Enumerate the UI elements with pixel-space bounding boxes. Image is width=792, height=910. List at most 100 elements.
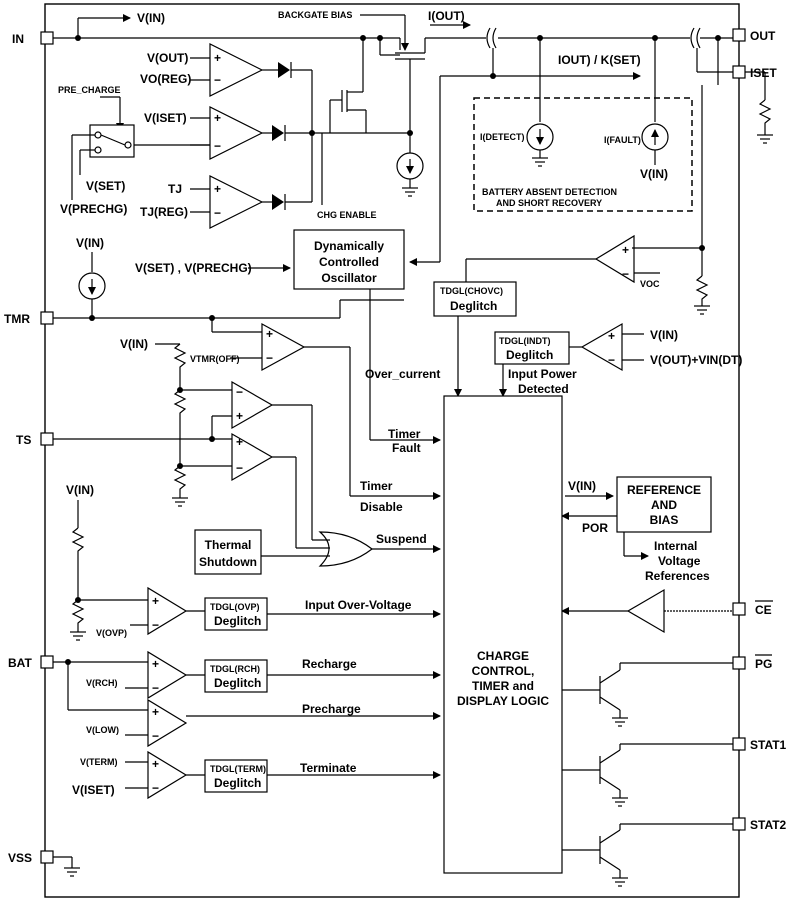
svg-text:STAT2: STAT2: [750, 818, 787, 832]
chip-outline: [44, 3, 740, 898]
svg-text:Dynamically: Dynamically: [314, 239, 384, 253]
svg-text:IN: IN: [12, 32, 24, 46]
svg-text:+: +: [152, 594, 159, 608]
svg-text:CHG ENABLE: CHG ENABLE: [317, 210, 377, 220]
svg-text:CE: CE: [755, 603, 772, 617]
svg-text:CHARGE: CHARGE: [477, 649, 529, 663]
regulation-amplifiers: V(OUT) VO(REG) +− V(ISET) +− TJ TJ(REG) …: [140, 38, 424, 229]
svg-text:POR: POR: [582, 521, 608, 535]
charge-control-block: CHARGE CONTROL, TIMER and DISPLAY LOGIC: [443, 395, 563, 874]
svg-text:References: References: [645, 569, 710, 583]
power-path: V(IN) BACKGATE BIAS I(OUT) IOUT) / K(SET…: [53, 9, 773, 266]
svg-text:Deglitch: Deglitch: [214, 614, 261, 628]
svg-text:TIMER and: TIMER and: [472, 679, 534, 693]
svg-text:TDGL(INDT): TDGL(INDT): [499, 336, 551, 346]
svg-text:Internal: Internal: [654, 539, 697, 553]
svg-text:V(ISET): V(ISET): [144, 111, 187, 125]
svg-text:V(ISET): V(ISET): [72, 783, 115, 797]
svg-text:BACKGATE BIAS: BACKGATE BIAS: [278, 10, 352, 20]
svg-text:V(LOW): V(LOW): [86, 725, 119, 735]
svg-text:ISET: ISET: [750, 66, 777, 80]
svg-text:−: −: [152, 781, 159, 795]
svg-text:Shutdown: Shutdown: [199, 555, 257, 569]
svg-text:REFERENCE: REFERENCE: [627, 483, 701, 497]
svg-text:Controlled: Controlled: [319, 255, 379, 269]
svg-text:−: −: [152, 618, 159, 632]
pin-stat2: STAT2: [732, 817, 787, 832]
svg-text:OUT: OUT: [750, 29, 776, 43]
svg-text:Oscillator: Oscillator: [321, 271, 377, 285]
svg-text:+: +: [214, 111, 221, 125]
svg-text:PG: PG: [755, 657, 772, 671]
svg-text:BAT: BAT: [8, 656, 32, 670]
svg-text:−: −: [214, 73, 221, 87]
pin-stat1: STAT1: [732, 737, 787, 752]
svg-text:−: −: [152, 681, 159, 695]
svg-text:Thermal: Thermal: [205, 538, 252, 552]
svg-text:BIAS: BIAS: [650, 513, 679, 527]
ce-buffer: [561, 588, 733, 634]
svg-text:STAT1: STAT1: [750, 738, 787, 752]
svg-text:−: −: [152, 729, 159, 743]
svg-text:V(OUT): V(OUT): [147, 51, 188, 65]
thermal-suspend: Thermal Shutdown Suspend: [194, 529, 441, 575]
bat-comparators: V(IN) +− V(OVP) TDGL(OVP) Deglitch Input…: [53, 483, 441, 800]
svg-text:TDGL(OVP): TDGL(OVP): [210, 602, 260, 612]
pin-vss: VSS: [8, 850, 54, 865]
svg-text:PRE_CHARGE: PRE_CHARGE: [58, 85, 121, 95]
svg-text:Detected: Detected: [518, 382, 569, 396]
svg-text:VO(REG): VO(REG): [140, 72, 191, 86]
svg-text:VTMR(OFF): VTMR(OFF): [190, 354, 240, 364]
svg-text:V(TERM): V(TERM): [80, 757, 118, 767]
svg-text:TJ(REG): TJ(REG): [140, 205, 188, 219]
svg-text:TJ: TJ: [168, 182, 182, 196]
pin-iset: ISET: [732, 65, 777, 80]
svg-text:+: +: [214, 182, 221, 196]
pin-bat: BAT: [8, 655, 54, 670]
svg-text:Input Over-Voltage: Input Over-Voltage: [305, 598, 412, 612]
svg-text:+: +: [622, 243, 629, 257]
svg-text:BATTERY ABSENT DETECTION: BATTERY ABSENT DETECTION: [482, 187, 617, 197]
oscillator: Dynamically Controlled Oscillator V(SET)…: [135, 229, 441, 444]
battery-absent-detection: I(DETECT) I(FAULT) V(IN) BATTERY ABSENT …: [473, 38, 693, 212]
svg-text:V(IN): V(IN): [650, 328, 678, 342]
svg-text:V(IN): V(IN): [76, 236, 104, 250]
svg-text:Deglitch: Deglitch: [214, 776, 261, 790]
timer-section: V(IN) + − V(IN) VTMR(OFF) Timer Fault Tim…: [53, 236, 441, 514]
svg-text:IOUT) / K(SET): IOUT) / K(SET): [558, 53, 641, 67]
svg-text:Disable: Disable: [360, 500, 403, 514]
pin-tmr: TMR: [4, 311, 54, 326]
output-transistors: [562, 662, 733, 887]
svg-text:+: +: [152, 757, 159, 771]
svg-text:V(IN): V(IN): [120, 337, 148, 351]
svg-text:+: +: [236, 409, 243, 423]
svg-text:Recharge: Recharge: [302, 657, 357, 671]
svg-text:TDGL(TERM): TDGL(TERM): [210, 764, 266, 774]
reference-bias: REFERENCE AND BIAS V(IN) POR Internal Vo…: [561, 476, 712, 583]
svg-text:+: +: [608, 329, 615, 343]
svg-text:VOC: VOC: [640, 279, 660, 289]
ts-comparators: −+ +−: [53, 372, 330, 549]
svg-text:−: −: [266, 351, 273, 365]
svg-text:V(SET): V(SET): [86, 179, 125, 193]
svg-text:Voltage: Voltage: [658, 554, 701, 568]
svg-text:Timer: Timer: [360, 479, 393, 493]
svg-text:CONTROL,: CONTROL,: [472, 664, 535, 678]
svg-text:Deglitch: Deglitch: [450, 299, 497, 313]
input-power-detect: TDGL(INDT) Deglitch +− V(IN) V(OUT)+VIN(…: [494, 322, 742, 397]
svg-text:+: +: [266, 327, 273, 341]
svg-text:+: +: [236, 435, 243, 449]
svg-text:Fault: Fault: [392, 441, 421, 455]
svg-text:Deglitch: Deglitch: [506, 348, 553, 362]
svg-text:V(RCH): V(RCH): [86, 678, 118, 688]
over-current-comparator: +− VOC TDGL(CHOVC) Deglitch Over_current: [365, 85, 710, 397]
svg-text:Timer: Timer: [388, 427, 421, 441]
svg-text:I(DETECT): I(DETECT): [480, 132, 525, 142]
svg-text:VSS: VSS: [8, 851, 32, 865]
svg-text:Over_current: Over_current: [365, 367, 440, 381]
svg-text:−: −: [236, 385, 243, 399]
svg-text:−: −: [214, 206, 221, 220]
svg-text:I(OUT): I(OUT): [428, 9, 465, 23]
svg-text:Deglitch: Deglitch: [214, 676, 261, 690]
